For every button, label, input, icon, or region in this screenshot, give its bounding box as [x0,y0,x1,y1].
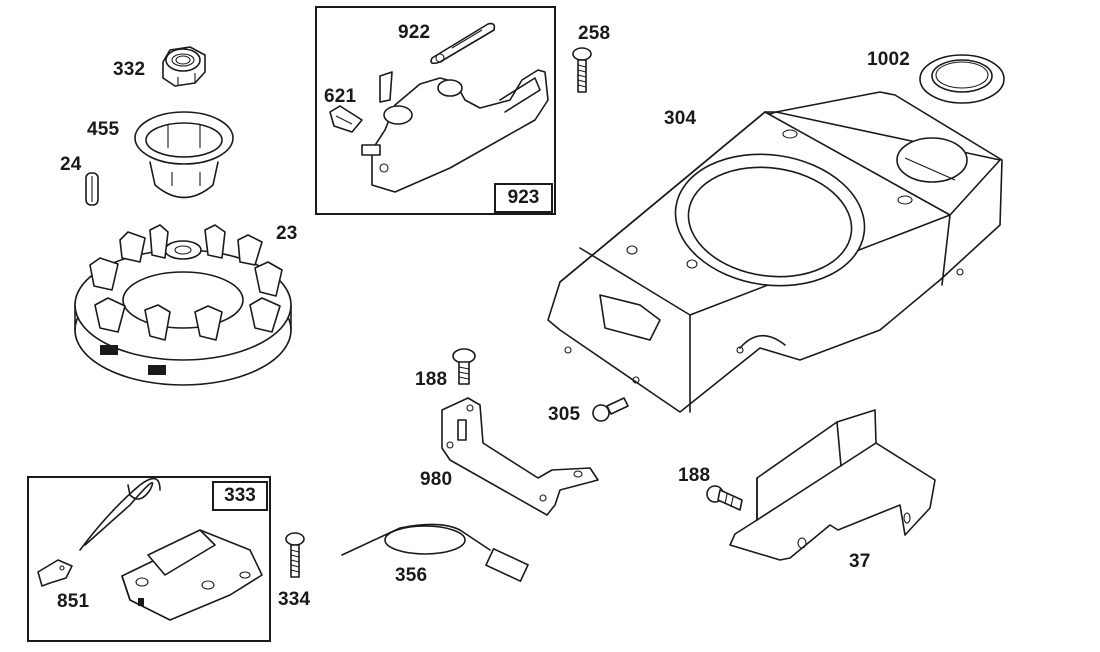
label-188-right: 188 [678,465,711,486]
part-334-screw-drawing [285,532,305,578]
label-621: 621 [324,86,357,107]
control-bracket-drawing [361,69,549,193]
label-922: 922 [398,22,431,43]
part-980-bracket-drawing [441,397,599,516]
label-455: 455 [87,119,120,140]
group-923-frame [315,6,556,215]
part-188a-screw-drawing [452,348,476,385]
label-304: 304 [664,108,697,129]
group-333-label: 333 [212,481,268,511]
label-305: 305 [548,404,581,425]
part-333-armature-drawing [79,477,263,621]
part-258-screw-drawing [572,47,592,93]
label-851: 851 [57,591,90,612]
label-332: 332 [113,59,146,80]
part-356-wire-drawing [341,523,529,582]
part-455-starter-cup-drawing [134,111,234,199]
part-922-link-drawing [430,22,496,65]
part-305-screw-drawing [592,397,629,422]
label-37: 37 [849,551,871,572]
part-24-key-drawing [85,172,99,206]
label-980: 980 [420,469,453,490]
label-1002: 1002 [867,49,911,70]
label-258: 258 [578,23,611,44]
group-333-frame [27,476,271,642]
label-188-left: 188 [415,369,448,390]
label-23: 23 [276,223,298,244]
label-356: 356 [395,565,428,586]
label-334: 334 [278,589,311,610]
part-188b-screw-drawing [706,485,743,511]
part-621-clip-drawing [329,105,363,133]
part-304-blower-housing-drawing [547,91,1003,413]
part-851-clip-drawing [37,559,73,587]
label-24: 24 [60,154,82,175]
group-923-label: 923 [494,183,553,213]
part-1002-grommet-drawing [919,54,1005,104]
part-23-flywheel-drawing [74,224,292,386]
part-37-air-guide-drawing [729,409,936,561]
part-332-nut-drawing [162,46,206,87]
